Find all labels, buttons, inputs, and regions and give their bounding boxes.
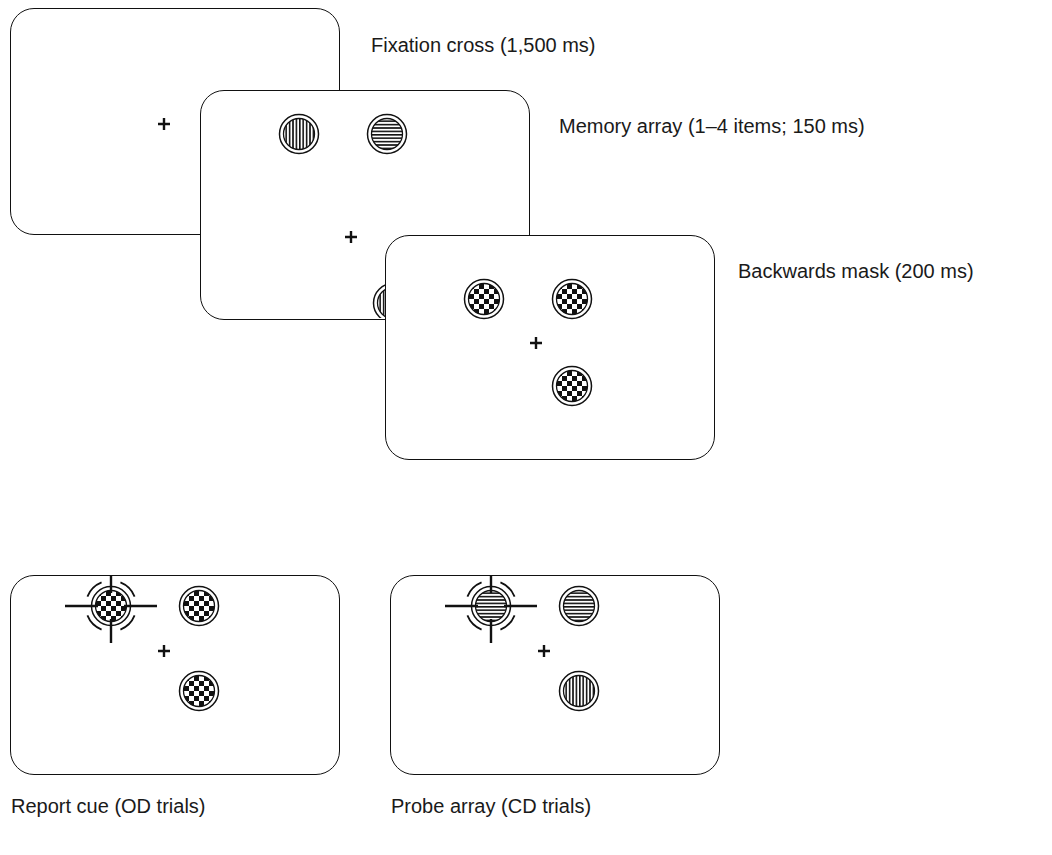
grating-item: [560, 587, 599, 626]
stimulus-display: [391, 576, 718, 773]
mask-item: [65, 576, 157, 643]
report-cue: [445, 576, 537, 643]
mask-item: [180, 672, 219, 711]
screen-frame: Report cue (OD trials): [10, 575, 340, 775]
mask-item: [553, 280, 592, 319]
grating-item: [280, 115, 319, 154]
mask-item: [465, 280, 504, 319]
grating-item: [560, 672, 599, 711]
screen-label: Probe array (CD trials): [391, 794, 591, 818]
mask-item: [553, 367, 592, 406]
grating-item: [368, 115, 407, 154]
screen-label: Fixation cross (1,500 ms): [371, 33, 596, 57]
screen-frame: Backwards mask (200 ms): [385, 235, 715, 460]
fixation-cross: [158, 645, 170, 657]
mask-item: [180, 587, 219, 626]
stimulus-display: [11, 576, 338, 773]
grating-item: [445, 576, 537, 643]
screen-frame: Probe array (CD trials): [390, 575, 720, 775]
screen-label: Memory array (1–4 items; 150 ms): [559, 114, 865, 138]
fixation-cross: [538, 645, 550, 657]
stimulus-display: [386, 236, 713, 458]
fixation-cross: [345, 231, 357, 243]
screen-label: Report cue (OD trials): [11, 794, 206, 818]
screen-label: Backwards mask (200 ms): [738, 259, 974, 283]
report-cue: [65, 576, 157, 643]
fixation-cross: [530, 337, 542, 349]
fixation-cross: [158, 118, 170, 130]
